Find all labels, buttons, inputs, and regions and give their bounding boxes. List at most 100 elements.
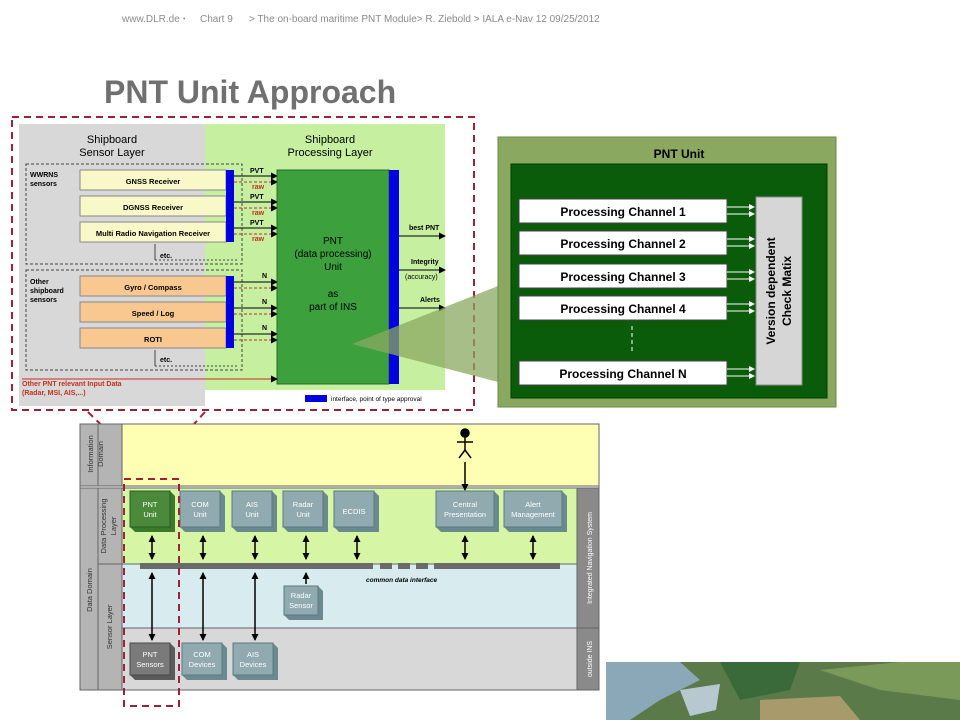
other-label-2: shipboard <box>30 288 64 295</box>
svg-text:Sensor: Sensor <box>289 601 313 610</box>
svg-text:raw: raw <box>252 236 265 243</box>
sensor-multi-radio-label: Multi Radio Navigation Receiver <box>96 229 210 238</box>
pnt-unit-text-5: as <box>328 289 339 300</box>
processing-channel-n-label: Processing Channel N <box>559 367 686 381</box>
sensor-roti-label: ROTI <box>144 335 162 344</box>
legend-swatch <box>305 395 327 402</box>
sensor-interface-wwrns <box>226 170 234 242</box>
svg-text:N: N <box>262 273 267 280</box>
header-chart: Chart 9 <box>200 14 233 25</box>
ins-radar-unit <box>282 490 324 528</box>
header-breadcrumb: > The on-board maritime PNT Module> R. Z… <box>249 14 600 25</box>
ins-com-unit <box>179 490 221 528</box>
check-matrix-label-1: Version dependent <box>764 237 778 344</box>
svg-text:Alert: Alert <box>525 500 541 509</box>
pnt-processing-unit <box>276 169 390 385</box>
data-domain-label: Data Domain <box>85 568 94 612</box>
check-matrix-label-2: Check Matix <box>780 256 794 326</box>
sensor-gnss-label: GNSS Receiver <box>126 177 181 186</box>
svg-text:Management: Management <box>511 510 556 519</box>
svg-text:Presentation: Presentation <box>444 510 486 519</box>
sensor-layer-ins-bg <box>121 563 578 629</box>
svg-text:Unit: Unit <box>143 510 157 519</box>
pnt-column-highlight <box>123 478 180 707</box>
bus-connections <box>148 535 537 641</box>
left-architecture-diagram: Shipboard Sensor Layer Shipboard Process… <box>11 116 475 411</box>
svg-text:AIS: AIS <box>246 500 258 509</box>
svg-text:Devices: Devices <box>189 660 216 669</box>
svg-text:PVT: PVT <box>250 194 264 201</box>
processing-channel-2-label: Processing Channel 2 <box>560 237 686 251</box>
information-domain-bg <box>121 423 600 487</box>
pnt-unit-zoom: PNT Unit Processing Channel 1 Processing… <box>497 136 837 408</box>
data-processing-layer-label-1: Data Processing <box>99 498 108 553</box>
user-icon <box>457 428 473 459</box>
header-site[interactable]: www.DLR.de <box>122 14 180 25</box>
processing-channel-3 <box>518 263 728 289</box>
channel-arrows <box>727 204 755 379</box>
ins-radar-sensor <box>283 585 319 616</box>
ins-ais-unit <box>231 490 273 528</box>
svg-text:N: N <box>262 325 267 332</box>
ins-ais-devices <box>232 642 274 676</box>
other-label-1: Other <box>30 279 49 286</box>
pnt-unit-title: PNT Unit <box>654 147 705 161</box>
sensor-layer-title-1: Shipboard <box>87 134 137 146</box>
ins-label: Integrated Navigation System <box>587 512 594 604</box>
processing-layer-title-1: Shipboard <box>305 134 355 146</box>
svg-text:COM: COM <box>193 650 211 659</box>
svg-text:Radar: Radar <box>293 500 314 509</box>
pvt-raw-links: PVT raw PVT raw PVT raw N N N <box>234 168 278 344</box>
wwrns-etc: etc. <box>160 253 172 260</box>
ins-ecdis <box>333 490 375 528</box>
processing-channel-4 <box>518 295 728 321</box>
processing-channel-3-label: Processing Channel 3 <box>560 270 686 284</box>
output-best-pnt: best PNT <box>409 225 440 232</box>
svg-text:raw: raw <box>252 184 265 191</box>
sensor-layer-title-2: Sensor Layer <box>79 147 145 159</box>
wwrns-label-2: sensors <box>30 181 57 188</box>
sensor-interface-other <box>226 276 234 348</box>
svg-text:N: N <box>262 299 267 306</box>
svg-text:Radar: Radar <box>291 591 312 600</box>
svg-text:raw: raw <box>252 210 265 217</box>
output-integrity: Integrity <box>411 259 439 266</box>
satellite-image <box>606 662 960 720</box>
processing-channel-n <box>518 360 728 386</box>
svg-text:Unit: Unit <box>245 510 259 519</box>
ins-com-devices <box>181 642 223 676</box>
svg-text:Unit: Unit <box>193 510 207 519</box>
other-label-3: sensors <box>30 297 57 304</box>
pnt-unit-text-3: Unit <box>324 262 342 273</box>
header-separator: • <box>183 16 186 23</box>
svg-text:Devices: Devices <box>240 660 267 669</box>
processing-channel-2 <box>518 230 728 256</box>
zoom-callout <box>352 286 498 382</box>
pnt-unit-text-1: PNT <box>323 236 343 247</box>
ins-alert-management <box>503 490 563 528</box>
ins-diagram: Information Domain Data Domain Data Proc… <box>79 423 600 707</box>
pnt-focus-frame <box>11 116 475 411</box>
svg-text:Central: Central <box>453 500 478 509</box>
svg-text:Unit: Unit <box>296 510 310 519</box>
output-accuracy: (accuracy) <box>405 274 438 281</box>
svg-text:PVT: PVT <box>250 220 264 227</box>
sensor-gyro-label: Gyro / Compass <box>124 283 182 292</box>
data-processing-layer-label-2: Layer <box>109 516 118 535</box>
other-sensors-group <box>25 269 243 371</box>
legend-label: interface, point of type approval <box>331 396 422 403</box>
pnt-unit-text-2: (data processing) <box>294 249 371 260</box>
sensor-layer-label: Sensor Layer <box>105 604 114 649</box>
svg-text:AIS: AIS <box>247 650 259 659</box>
processing-units: PNT Unit COM Unit AIS Unit Radar Unit EC… <box>129 490 567 532</box>
check-matrix <box>755 196 803 386</box>
wwrns-group <box>25 163 243 265</box>
ins-central-presentation <box>435 490 495 528</box>
pnt-unit-interface <box>389 170 399 384</box>
output-alerts: Alerts <box>420 297 440 304</box>
sensor-layer-bg <box>19 124 205 406</box>
processing-layer-title-2: Processing Layer <box>288 147 373 159</box>
processing-channel-1-label: Processing Channel 1 <box>560 205 686 219</box>
processing-channel-4-label: Processing Channel 4 <box>560 302 686 316</box>
